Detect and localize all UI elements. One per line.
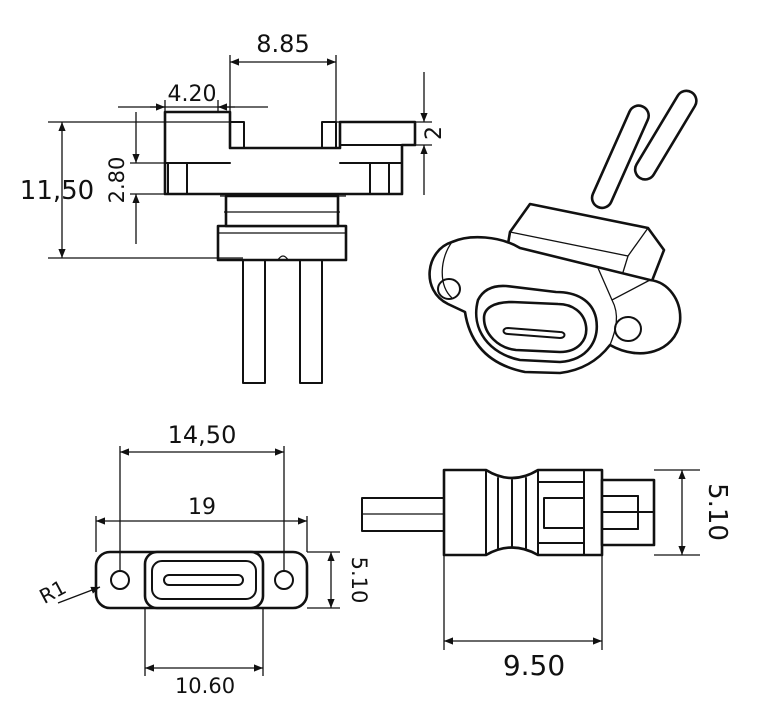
face-hole-span-label: 14,50	[168, 421, 237, 449]
iso-pin-back	[633, 89, 698, 181]
front-height-label: 11,50	[20, 176, 94, 206]
iso-hole-right	[614, 316, 642, 342]
face-flange-length-label: 19	[188, 495, 216, 520]
isometric-view	[428, 89, 698, 375]
front-width-label: 8.85	[256, 30, 309, 58]
side-view: 9.50 5.10	[361, 468, 732, 682]
side-height-label: 5.10	[702, 483, 732, 541]
front-lower-block	[216, 224, 348, 262]
iso-hole-left	[437, 278, 461, 300]
iso-port-opening	[482, 300, 588, 354]
face-radius-label: R1	[35, 575, 70, 609]
face-port-inner	[151, 560, 257, 600]
front-step-label: 2	[422, 126, 447, 140]
front-pin-right	[299, 257, 323, 384]
face-view: 14,50 19 10.60 5.10 R1	[35, 421, 371, 698]
front-pin-left	[242, 257, 266, 384]
iso-pin-front	[590, 104, 650, 210]
front-flange-height-label: 2.80	[105, 157, 129, 204]
front-flange	[163, 110, 417, 196]
face-height-label: 5.10	[347, 557, 371, 604]
face-port-width-label: 10.60	[175, 674, 235, 698]
front-neck	[224, 194, 340, 228]
side-length-label: 9.50	[503, 649, 565, 682]
face-port-outer	[143, 550, 265, 610]
face-port-tongue	[163, 574, 244, 586]
front-offset-label: 4.20	[168, 82, 217, 107]
front-view: 8.85 4.20 11,50 2.80 2	[20, 30, 447, 384]
